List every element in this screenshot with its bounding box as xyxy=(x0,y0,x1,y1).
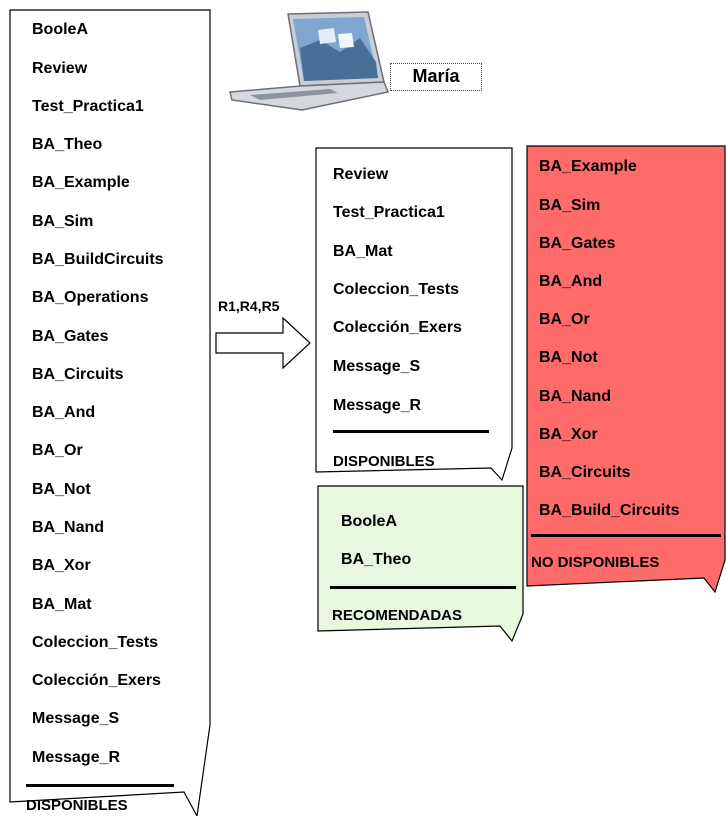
left-document-shape xyxy=(9,9,211,816)
list-item: BA_Xor xyxy=(539,426,598,443)
list-item: BA_Circuits xyxy=(539,464,631,481)
list-item: BA_Or xyxy=(539,311,590,328)
list-item: BA_Gates xyxy=(32,328,109,345)
list-item: BooleA xyxy=(32,21,88,38)
list-item: BA_Theo xyxy=(32,136,103,153)
list-item: BA_Not xyxy=(32,481,91,498)
disponibles-document-shape xyxy=(315,147,513,482)
list-item: Coleccion_Tests xyxy=(333,281,459,298)
list-item: BA_Mat xyxy=(333,243,393,260)
divider xyxy=(330,586,516,589)
list-item: BA_Example xyxy=(32,174,130,191)
list-item: Colección_Exers xyxy=(32,672,161,689)
list-item: Coleccion_Tests xyxy=(32,634,158,651)
user-name-box: María xyxy=(390,63,482,91)
divider xyxy=(531,534,721,537)
list-item: BooleA xyxy=(341,513,397,530)
list-item: Colección_Exers xyxy=(333,319,462,336)
list-item: BA_Circuits xyxy=(32,366,124,383)
list-item: BA_Operations xyxy=(32,289,149,306)
divider xyxy=(333,430,489,433)
list-item: BA_Gates xyxy=(539,235,616,252)
recomendadas-list-footer: RECOMENDADAS xyxy=(332,607,463,624)
rules-label: R1,R4,R5 xyxy=(218,298,280,314)
no-disponibles-document-shape xyxy=(526,145,726,594)
list-item: Test_Practica1 xyxy=(333,204,445,221)
list-item: BA_BuildCircuits xyxy=(32,251,164,268)
no-disponibles-list-footer: NO DISPONIBLES xyxy=(531,554,660,571)
left-list-footer: DISPONIBLES xyxy=(26,797,128,814)
divider xyxy=(26,784,174,787)
list-item: Message_S xyxy=(32,710,120,727)
list-item: BA_And xyxy=(32,404,96,421)
list-item: Review xyxy=(32,60,88,77)
list-item: Test_Practica1 xyxy=(32,98,144,115)
list-item: Message_R xyxy=(32,749,121,766)
list-item: BA_Example xyxy=(539,158,637,175)
list-item: BA_Sim xyxy=(539,197,601,214)
list-item: BA_Build_Circuits xyxy=(539,502,680,519)
list-item: BA_Or xyxy=(32,442,83,459)
list-item: BA_Theo xyxy=(341,551,412,568)
recomendadas-document-shape xyxy=(317,485,524,643)
laptop-icon xyxy=(229,11,390,111)
list-item: BA_Nand xyxy=(32,519,105,536)
list-item: BA_Mat xyxy=(32,596,92,613)
disponibles-list-footer: DISPONIBLES xyxy=(333,453,435,470)
right-arrow-icon xyxy=(215,316,311,370)
list-item: BA_Not xyxy=(539,349,598,366)
list-item: Review xyxy=(333,166,389,183)
list-item: BA_And xyxy=(539,273,603,290)
list-item: BA_Xor xyxy=(32,557,91,574)
list-item: Message_S xyxy=(333,358,421,375)
list-item: BA_Sim xyxy=(32,213,94,230)
list-item: Message_R xyxy=(333,397,422,414)
list-item: BA_Nand xyxy=(539,388,612,405)
